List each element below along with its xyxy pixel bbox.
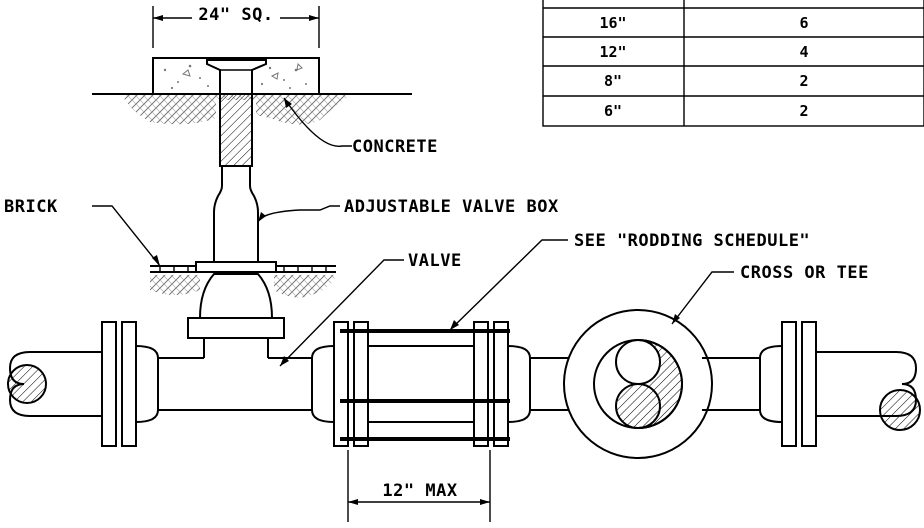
rodding-label: SEE "RODDING SCHEDULE" — [574, 231, 810, 251]
schedule-size-cell: 16" — [599, 14, 626, 32]
schedule-size-cell: 12" — [599, 43, 626, 61]
schedule-count-cell: 2 — [799, 102, 808, 120]
brick-base — [150, 261, 336, 298]
valve-box-threaded-section — [219, 93, 253, 167]
coupling-length-dimension: 12" MAX — [347, 450, 491, 522]
schedule-count-cell: 4 — [799, 43, 808, 61]
coupling-length-label: 12" MAX — [382, 481, 457, 501]
schedule-count-cell: 6 — [799, 14, 808, 32]
pipe-run — [7, 309, 921, 459]
callout-concrete: CONCRETE — [283, 97, 438, 157]
callout-valve-box: ADJUSTABLE VALVE BOX — [257, 197, 559, 223]
cross-tee-label: CROSS OR TEE — [740, 263, 869, 283]
rodding-schedule-table: 16" 6 12" 4 8" 2 6" 2 — [542, 0, 924, 127]
schedule-count-cell: 2 — [799, 72, 808, 90]
valve-body — [187, 273, 285, 358]
top-width-dimension: 24" SQ. — [152, 4, 320, 48]
top-width-label: 24" SQ. — [198, 5, 273, 25]
valve-box-body — [213, 165, 259, 265]
callout-valve: VALVE — [279, 251, 462, 367]
schedule-size-cell: 6" — [604, 102, 622, 120]
callout-rodding: SEE "RODDING SCHEDULE" — [449, 231, 810, 331]
valve-label: VALVE — [408, 251, 462, 271]
schedule-size-cell: 8" — [604, 72, 622, 90]
callout-brick: BRICK — [4, 197, 161, 267]
callout-cross-tee: CROSS OR TEE — [671, 263, 869, 325]
brick-label: BRICK — [4, 197, 58, 217]
concrete-label: CONCRETE — [352, 137, 438, 157]
valve-box-label: ADJUSTABLE VALVE BOX — [344, 197, 559, 217]
